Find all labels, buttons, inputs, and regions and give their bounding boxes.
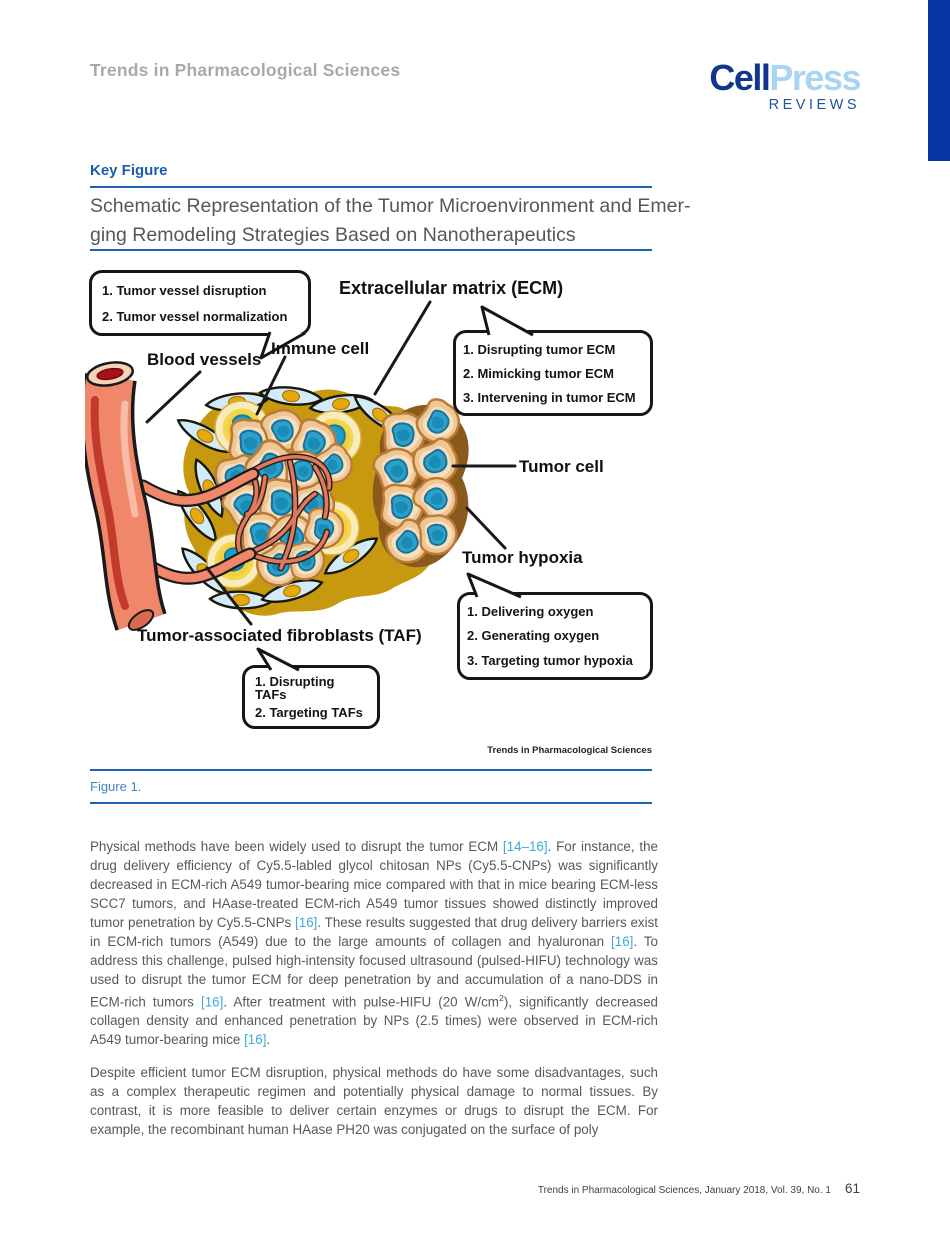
cellpress-wordmark: CellPress xyxy=(709,57,861,98)
logo-cell-text: Cell xyxy=(709,57,771,98)
text-run: . After treatment with pulse-HIFU (20 W/… xyxy=(223,994,499,1010)
page-number: 61 xyxy=(844,1181,860,1196)
logo-press-text: Press xyxy=(769,57,861,98)
body-paragraph: Physical methods have been widely used t… xyxy=(90,837,658,1049)
figure-title: Schematic Representation of the Tumor Mi… xyxy=(90,192,690,249)
text-run: . To address this challenge, pulsed high… xyxy=(90,934,658,1010)
ecm-pointer-line xyxy=(373,300,432,396)
body-paragraph: Despite efficient tumor ECM disruption, … xyxy=(90,1063,658,1139)
callout-item: 2. Tumor vessel normalization xyxy=(102,308,288,324)
figure-title-line1: Schematic Representation of the Tumor Mi… xyxy=(90,195,691,217)
tumor-cell xyxy=(417,514,458,556)
taf-strategies-callout: 1. Disrupting TAFs 2. Targeting TAFs xyxy=(242,665,380,729)
callout-item: 3. Intervening in tumor ECM xyxy=(463,389,636,405)
footer-citation: Trends in Pharmacological Sciences, Janu… xyxy=(537,1185,831,1196)
tumor-cell-label: Tumor cell xyxy=(519,457,604,476)
immune-cell-label: Immune cell xyxy=(271,339,370,358)
callout-item: 3. Targeting tumor hypoxia xyxy=(467,653,633,669)
figure-credit: Trends in Pharmacological Sciences xyxy=(487,745,652,756)
logo-reviews-tagline: REVIEWS xyxy=(768,97,860,113)
key-figure-illustration: 1. Tumor vessel disruption 2. Tumor vess… xyxy=(85,262,660,762)
taf-pointer-line xyxy=(205,566,253,626)
callout-item: 1. Tumor vessel disruption xyxy=(102,282,267,298)
page-edge-blue-bar xyxy=(928,0,950,161)
text-run: ), significantly decreased collagen dens… xyxy=(90,994,658,1048)
ecm-strategies-callout: 1. Disrupting tumor ECM 2. Mimicking tum… xyxy=(453,330,653,416)
hypoxia-strategies-callout: 1. Delivering oxygen 2. Generating oxyge… xyxy=(457,592,653,680)
text-run: Despite efficient tumor ECM disruption, … xyxy=(90,1065,658,1137)
tumor-microenvironment-graphic xyxy=(85,300,517,631)
citation-link[interactable]: [16] xyxy=(295,915,318,930)
figure-caption: Figure 1. xyxy=(90,779,142,794)
vessel-strategies-callout: 1. Tumor vessel disruption 2. Tumor vess… xyxy=(89,270,311,336)
rule-divider xyxy=(90,769,652,771)
key-figure-heading: Key Figure xyxy=(90,162,168,179)
ecm-label: Extracellular matrix (ECM) xyxy=(339,278,564,298)
citation-link[interactable]: [16] xyxy=(244,1032,267,1048)
callout-item: 1. Delivering oxygen xyxy=(467,603,594,619)
cellpress-logo: CellPress REVIEWS xyxy=(709,57,861,114)
figure-title-line2: ging Remodeling Strategies Based on Nano… xyxy=(90,223,576,246)
rule-divider xyxy=(90,186,652,188)
text-run: . These results suggested that drug deli… xyxy=(90,915,658,949)
superscript: 2 xyxy=(498,993,504,1003)
immune-cell-pointer-line xyxy=(255,355,287,416)
running-head-journal: Trends in Pharmacological Sciences xyxy=(90,60,401,80)
blood-vessels-label: Blood vessels xyxy=(147,350,262,369)
citation-link[interactable]: [14–16] xyxy=(502,839,548,854)
taf-label: Tumor-associated fibroblasts (TAF) xyxy=(137,626,422,645)
citation-link[interactable]: [16] xyxy=(200,994,224,1010)
callout-item: 1. Disrupting TAFs xyxy=(255,673,335,702)
tumor-hypoxia-pointer-line xyxy=(465,506,507,550)
text-run: . xyxy=(266,1032,271,1048)
blood-vessel-graphic xyxy=(85,361,260,631)
callout-item: 2. Mimicking tumor ECM xyxy=(463,365,614,381)
rule-divider xyxy=(90,802,652,804)
citation-link[interactable]: [16] xyxy=(611,934,634,949)
callout-item: 1. Disrupting tumor ECM xyxy=(463,341,616,357)
tumor-hypoxia-label: Tumor hypoxia xyxy=(462,548,583,567)
connector-lines xyxy=(145,300,517,626)
text-run: Physical methods have been widely used t… xyxy=(90,839,503,854)
vessel-opening xyxy=(86,361,134,387)
blood-vessels-pointer-line xyxy=(145,370,202,424)
rule-divider xyxy=(90,249,652,251)
page-footer: Trends in Pharmacological Sciences, Janu… xyxy=(538,1181,860,1196)
capillary-network xyxy=(234,453,333,572)
callout-item: 2. Targeting TAFs xyxy=(255,705,363,721)
text-run: . For instance, the drug delivery effici… xyxy=(90,839,658,930)
callout-item: 2. Generating oxygen xyxy=(467,628,600,644)
